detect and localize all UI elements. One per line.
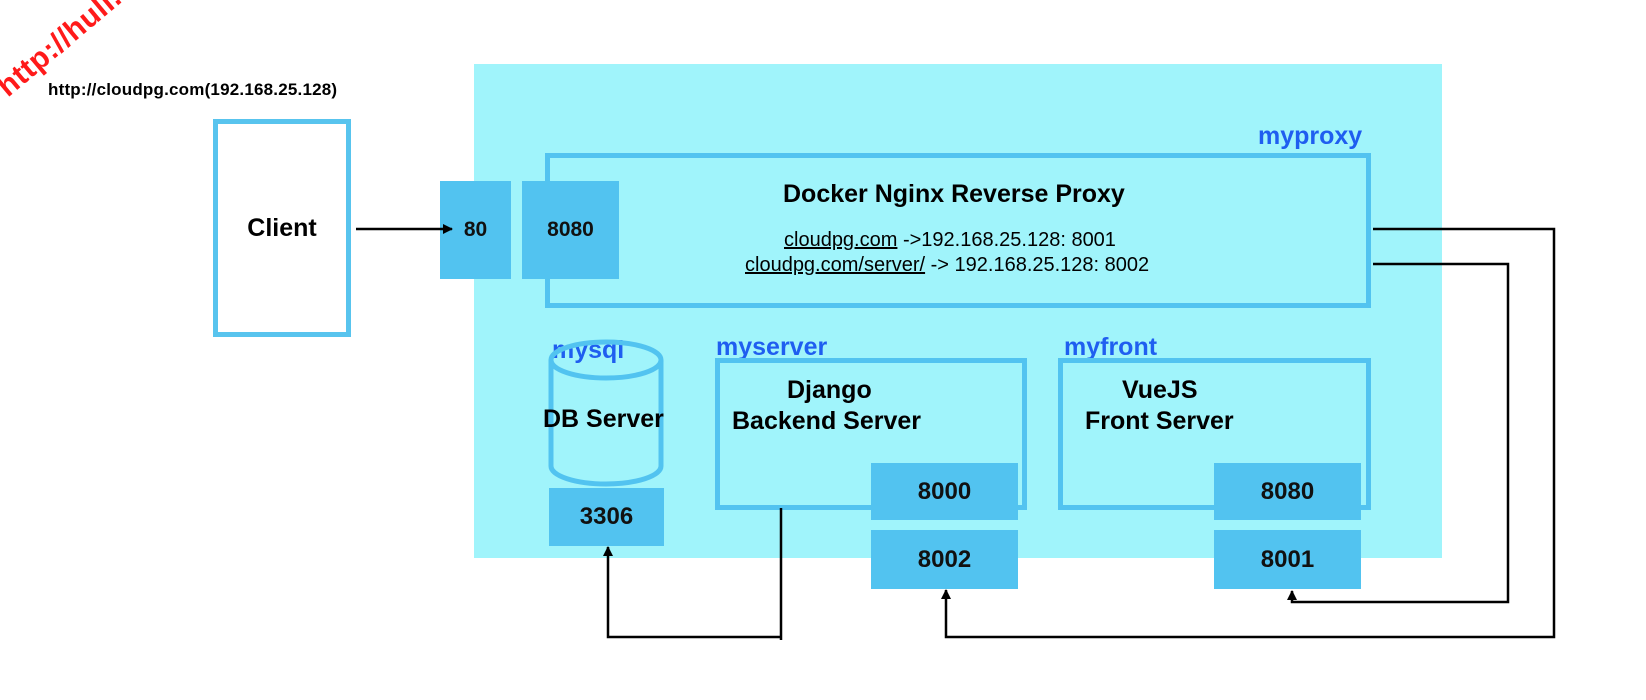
front-title-line2: Front Server — [1085, 407, 1234, 435]
proxy-to-server-line — [941, 227, 1556, 639]
server-title-line1: Django — [787, 376, 872, 404]
front-port-external: 8001 — [1214, 530, 1361, 589]
route-1-target: ->192.168.25.128: 8001 — [897, 229, 1116, 251]
client-box: Client — [213, 119, 351, 337]
mysql-port: 3306 — [549, 488, 664, 546]
server-port-external: 8002 — [871, 530, 1018, 589]
proxy-to-front-line — [1287, 262, 1510, 604]
host-address-label: http://cloudpg.com(192.168.25.128) — [48, 80, 338, 99]
proxy-container-name: myproxy — [1258, 122, 1363, 150]
server-to-db-arrow — [603, 546, 781, 639]
client-label: Client — [247, 213, 317, 242]
proxy-title: Docker Nginx Reverse Proxy — [783, 180, 1125, 208]
front-container-name: myfront — [1064, 333, 1158, 361]
route-2-target: -> 192.168.25.128: 8002 — [925, 254, 1150, 276]
database-cylinder-icon — [548, 339, 664, 487]
front-title-line1: VueJS — [1122, 376, 1198, 404]
route-1-domain: cloudpg.com — [784, 229, 898, 251]
front-port-internal: 8080 — [1214, 463, 1361, 520]
proxy-route-2: cloudpg.com/server/ -> 192.168.25.128: 8… — [745, 254, 1149, 277]
server-title-line2: Backend Server — [732, 407, 922, 435]
proxy-port-internal: 8080 — [522, 181, 619, 279]
server-container-name: myserver — [716, 333, 828, 361]
server-port-internal: 8000 — [871, 463, 1018, 520]
proxy-route-1: cloudpg.com ->192.168.25.128: 8001 — [784, 229, 1116, 252]
mysql-label: DB Server — [543, 405, 664, 433]
route-2-domain: cloudpg.com/server/ — [745, 254, 926, 276]
